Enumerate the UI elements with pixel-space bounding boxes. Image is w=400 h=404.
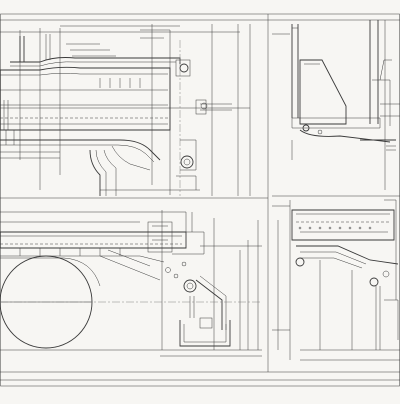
upper-right-view (272, 20, 400, 190)
upper-left-view (0, 24, 251, 196)
lower-right-view (272, 199, 400, 361)
rivet-row (298, 226, 372, 230)
view-separators (0, 14, 400, 372)
lower-left-view (0, 210, 262, 357)
